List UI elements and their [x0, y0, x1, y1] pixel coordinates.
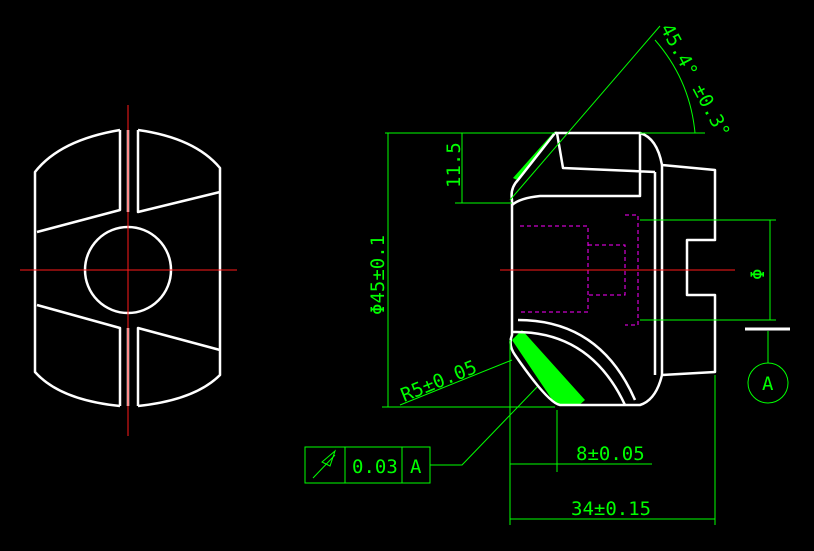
radius-dimension: R5±0.05: [398, 356, 480, 406]
width-dimension: 8±0.05: [576, 443, 645, 465]
side-view: [500, 131, 735, 407]
tolerance-value: 0.03: [352, 456, 398, 478]
diameter-dimension: Φ45±0.1: [367, 235, 389, 315]
tolerance-datum: A: [410, 456, 422, 478]
hidden-bore-lines: [520, 214, 639, 326]
end-view: [20, 105, 237, 436]
end-view-outline: [33, 128, 222, 408]
bore-diameter-dimension: Φ: [747, 269, 769, 280]
angle-dimension: 45.4° ±0.3°: [656, 20, 735, 141]
feature-control-frame: 0.03 A: [304, 386, 538, 484]
datum-circle: [747, 362, 789, 404]
side-view-outline: [509, 131, 717, 407]
chamfer-height-dimension: 11.5: [443, 142, 465, 188]
runout-surface-fill: [512, 330, 585, 406]
length-dimension: 34±0.15: [571, 498, 651, 520]
datum-label: A: [762, 373, 774, 395]
leader-line: [430, 386, 538, 466]
circular-runout-icon: [312, 449, 337, 479]
